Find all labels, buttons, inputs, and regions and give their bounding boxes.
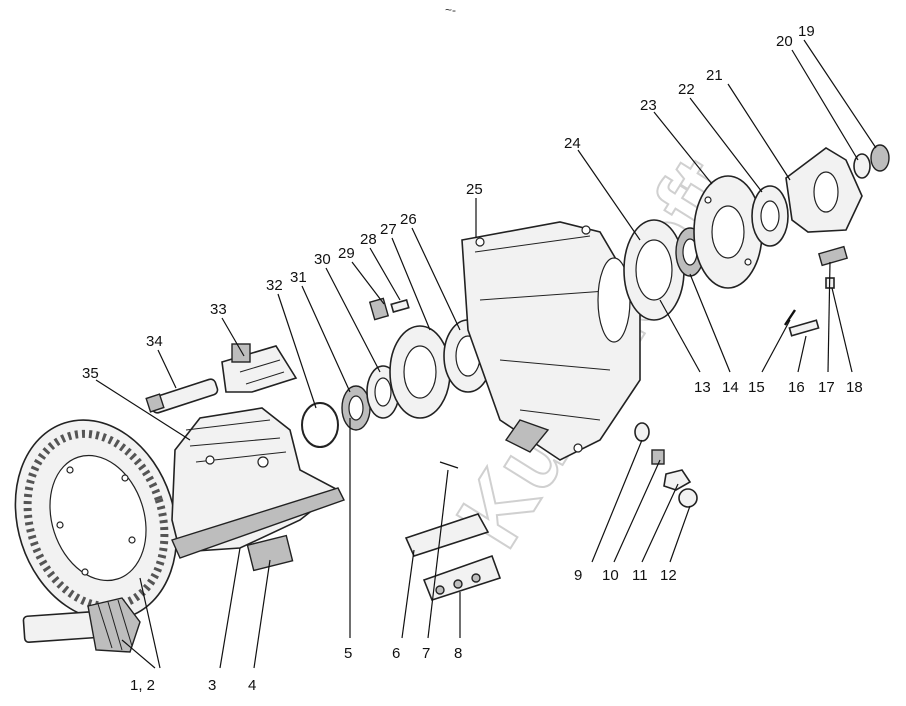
- callout-8: 8: [454, 645, 462, 662]
- companion-flange: [785, 147, 863, 233]
- callout-28: 28: [360, 231, 377, 248]
- callout-22: 22: [678, 81, 695, 98]
- callout-30: 30: [314, 251, 331, 268]
- callout-24: 24: [564, 135, 581, 152]
- callout-20: 20: [776, 33, 793, 50]
- cross-pin: [145, 378, 219, 414]
- callout-18: 18: [846, 379, 863, 396]
- callout-35: 35: [82, 365, 99, 382]
- callout-6: 6: [392, 645, 400, 662]
- hardware-15-18: [784, 245, 849, 337]
- callout-11: 11: [632, 567, 648, 584]
- crown-gear: [14, 419, 178, 621]
- callout-5: 5: [344, 645, 352, 662]
- callout-33: 33: [210, 301, 227, 318]
- callout-labels: 1, 2 3 4 5 6 7 8 9 10 11 12 13 14 15 16 …: [82, 23, 863, 694]
- hardware-9-12: [634, 422, 698, 508]
- callout-31: 31: [290, 269, 307, 286]
- needle-pin-7: [439, 461, 459, 469]
- callout-1-2: 1, 2: [130, 677, 155, 694]
- callout-13: 13: [694, 379, 711, 396]
- callout-27: 27: [380, 221, 397, 238]
- callout-21: 21: [706, 67, 723, 84]
- callout-17: 17: [818, 379, 835, 396]
- flange-nut: [853, 144, 890, 179]
- carrier-housing: [461, 221, 641, 461]
- differential-case: [171, 407, 345, 572]
- callout-15: 15: [748, 379, 765, 396]
- corner-mark: ~-: [445, 3, 456, 17]
- callout-3: 3: [208, 677, 216, 694]
- snap-ring: [301, 402, 339, 448]
- callout-29: 29: [338, 245, 355, 262]
- bearing-flange-23: [693, 175, 763, 289]
- bolts-28-29: [368, 297, 410, 321]
- seal-flange: [623, 219, 705, 321]
- callout-9: 9: [574, 567, 582, 584]
- callout-23: 23: [640, 97, 657, 114]
- callout-12: 12: [660, 567, 677, 584]
- side-gear-block: [221, 343, 298, 393]
- callout-19: 19: [798, 23, 815, 40]
- callout-16: 16: [788, 379, 805, 396]
- leader-lines: [95, 39, 877, 669]
- bearing-cup-22: [751, 185, 789, 247]
- callout-10: 10: [602, 567, 619, 584]
- callout-26: 26: [400, 211, 417, 228]
- callout-14: 14: [722, 379, 739, 396]
- thrust-plates: [404, 513, 502, 601]
- callout-7: 7: [422, 645, 430, 662]
- callout-4: 4: [248, 677, 256, 694]
- callout-32: 32: [266, 277, 283, 294]
- callout-34: 34: [146, 333, 163, 350]
- drive-pinion: [22, 597, 141, 653]
- callout-25: 25: [466, 181, 483, 198]
- bearing-31: [341, 385, 371, 431]
